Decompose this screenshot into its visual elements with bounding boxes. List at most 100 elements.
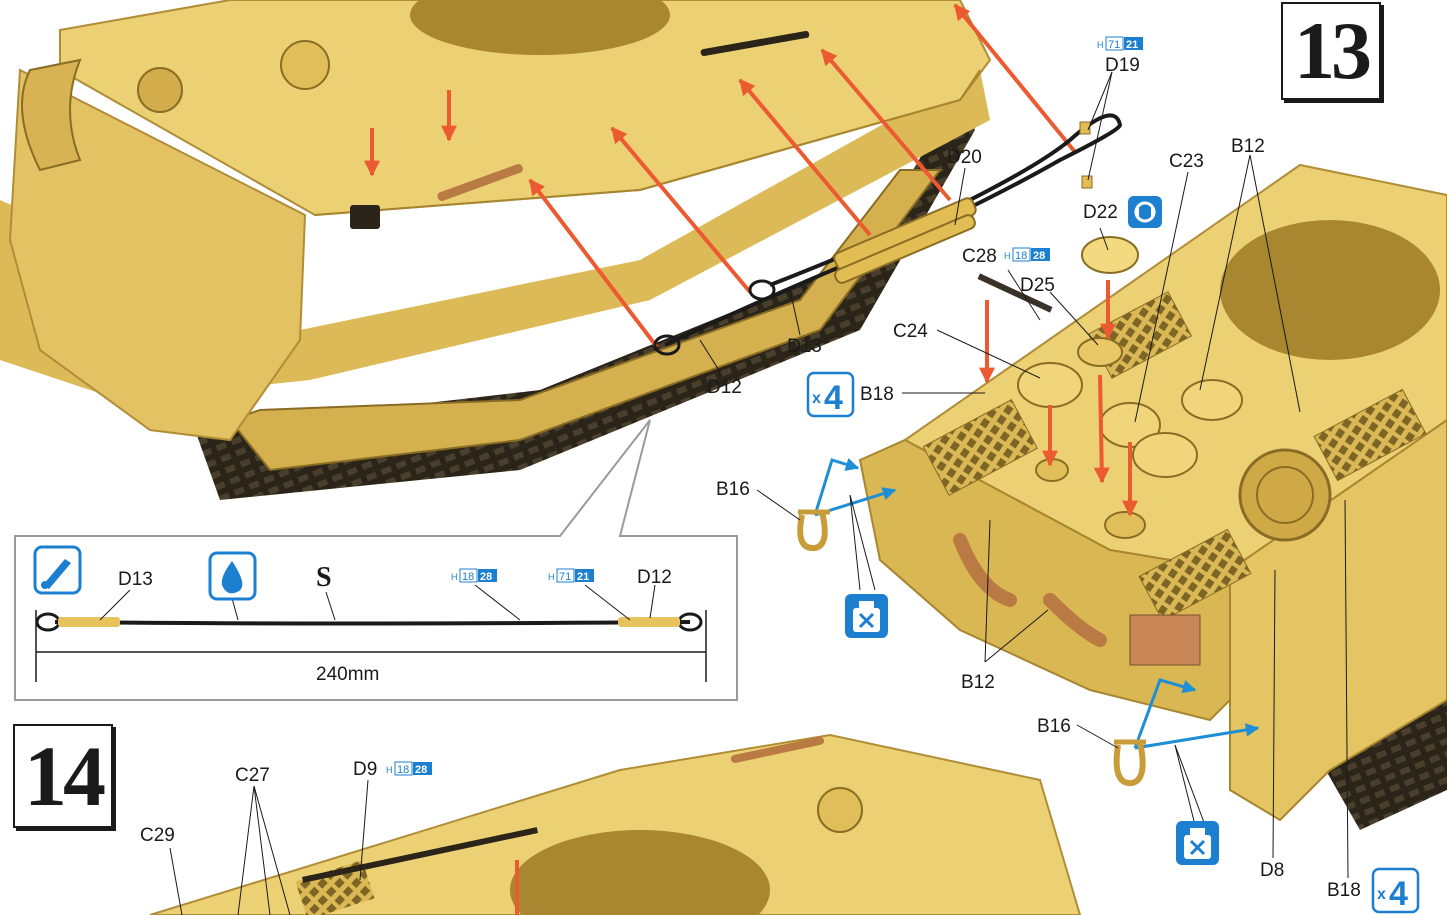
cut-off-icon — [845, 594, 888, 638]
cable-detail-box — [14, 419, 738, 701]
road-wheels-upper — [228, 169, 942, 472]
label-d25: D25 — [1020, 275, 1055, 296]
deck-socket — [1104, 511, 1146, 539]
blue-guide — [813, 457, 860, 516]
exhaust-pipe — [1043, 593, 1107, 647]
drop-icon — [208, 551, 257, 601]
exhaust-cap-left — [137, 67, 183, 113]
turret-ring-upper — [410, 0, 670, 55]
detail-label-d12: D12 — [637, 567, 672, 588]
tank-hull-bottom — [149, 733, 1082, 915]
red-arrow-stub — [515, 860, 519, 915]
detail-label-d13: D13 — [118, 569, 153, 590]
label-b16-right: B16 — [1037, 716, 1071, 737]
pliers-c28 — [977, 273, 1053, 313]
label-c29: C29 — [140, 825, 175, 846]
paint-code-a: 71 — [559, 571, 571, 583]
paint-prefix: H — [451, 572, 458, 582]
label-d9: D9 — [353, 759, 377, 780]
red-arrows-upper — [364, 3, 1077, 349]
label-b16-left: B16 — [716, 479, 750, 500]
label-d19: D19 — [1105, 55, 1140, 76]
quantity-value: 4 — [824, 379, 843, 417]
paint-prefix: H — [1004, 251, 1011, 261]
quantity-prefix: x — [1377, 886, 1386, 903]
rear-box — [1129, 614, 1201, 666]
label-c24: C24 — [893, 321, 928, 342]
turret-ring-bottom — [510, 830, 770, 915]
shackle-b16-left — [797, 509, 830, 552]
paint-code-a: 71 — [1108, 39, 1120, 51]
exhaust-pipe — [953, 533, 1017, 607]
hull-deck-fold — [314, 69, 981, 216]
deck-cap — [817, 787, 863, 833]
label-d22: D22 — [1083, 202, 1118, 223]
label-b12-top: B12 — [1231, 136, 1265, 157]
vent-grille — [922, 399, 1038, 496]
label-c28: C28 — [962, 246, 997, 267]
label-c27: C27 — [235, 765, 270, 786]
fan-grille — [1256, 466, 1314, 524]
paint-code-h71-21-top: H 71 21 — [1097, 36, 1143, 51]
label-d12: D12 — [707, 377, 742, 398]
red-arrow — [738, 78, 872, 237]
paint-code-b: 28 — [1033, 250, 1045, 262]
tank-hull-upper-left — [0, 0, 992, 500]
paint-code-a: 18 — [462, 571, 474, 583]
cable-detail-rope — [54, 620, 691, 626]
deck-cap — [1181, 379, 1243, 421]
label-c23: C23 — [1169, 151, 1204, 172]
paint-code-b: 28 — [480, 571, 492, 583]
red-arrow — [528, 178, 659, 349]
label-d20: D20 — [947, 147, 982, 168]
right-side-plate — [1229, 418, 1447, 822]
red-arrow — [610, 126, 752, 294]
quantity-badge-x4: x 4 — [806, 371, 855, 418]
cable-detail-leaders — [99, 584, 656, 621]
paint-code-h71-21-detail: H 71 21 — [548, 568, 594, 583]
paint-prefix: H — [548, 572, 555, 582]
deck-cap — [1132, 432, 1198, 478]
paint-code-h18-28-c28: H 18 28 — [1004, 247, 1050, 262]
deck-tool-hammer — [350, 205, 380, 229]
fan-d25 — [1077, 337, 1123, 367]
quantity-value: 4 — [1389, 875, 1408, 913]
red-arrow — [953, 3, 1077, 154]
detail-label-length: 240mm — [316, 664, 379, 685]
label-b18: B18 — [860, 384, 894, 405]
red-arrows-rear — [979, 280, 1138, 517]
blue-guide — [1133, 678, 1197, 749]
exhaust-left — [21, 58, 82, 172]
paint-code-a: 18 — [1015, 250, 1027, 262]
deck-cap-c24 — [1017, 362, 1083, 408]
detail-label-s: S — [316, 562, 332, 593]
rotate-icon — [1128, 196, 1162, 228]
label-d8: D8 — [1260, 860, 1284, 881]
paint-code-b: 21 — [577, 571, 589, 583]
turret-ring-rear — [1220, 220, 1440, 360]
red-arrow — [820, 48, 952, 202]
cable-eye-d12 — [653, 334, 681, 356]
cable-sleeve-right — [618, 617, 680, 627]
cable-eye-d13 — [748, 279, 776, 301]
part-d22 — [1081, 236, 1139, 274]
vent-grille — [1138, 528, 1252, 622]
cable-clamp-d19 — [1079, 121, 1091, 135]
cable-detail — [35, 584, 707, 682]
deck-hatch-cap — [280, 40, 330, 90]
glue-icon — [33, 545, 82, 595]
fan-grille — [1238, 448, 1332, 542]
paint-code-a: 18 — [397, 764, 409, 776]
cut-off-icon — [1176, 821, 1219, 865]
red-arrow — [1093, 374, 1110, 484]
callout-labels: D19 D20 D13 D12 C23 B12 D22 C28 D25 C24 … — [118, 55, 1361, 901]
quantity-prefix: x — [812, 390, 821, 407]
quantity-badge-x4-bottom: x 4 — [1371, 867, 1420, 914]
shackle-b16-right — [1113, 739, 1146, 787]
deck-tool-rod — [437, 163, 523, 201]
cable-fittings-d20 — [833, 197, 977, 284]
vent-grille — [1313, 388, 1427, 482]
deck-tow-rod — [700, 30, 810, 57]
paint-prefix: H — [386, 765, 393, 775]
